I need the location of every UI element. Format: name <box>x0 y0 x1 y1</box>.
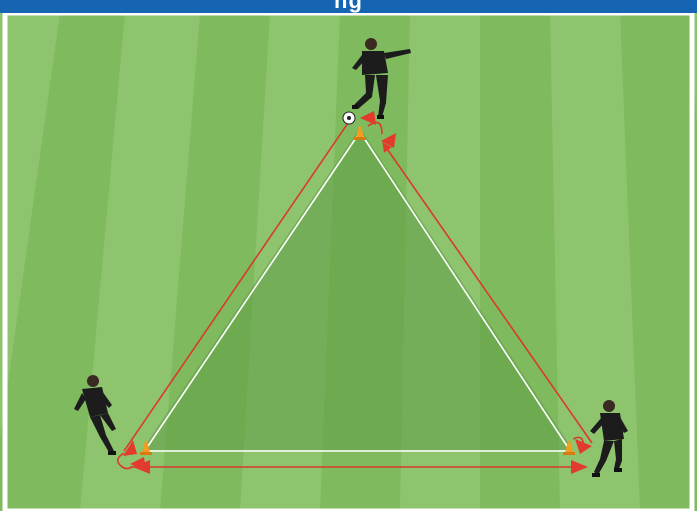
soccer-ball-icon <box>343 112 355 124</box>
header-title: ng <box>0 0 697 13</box>
pitch <box>0 13 697 511</box>
header-bar: ng <box>0 0 697 13</box>
